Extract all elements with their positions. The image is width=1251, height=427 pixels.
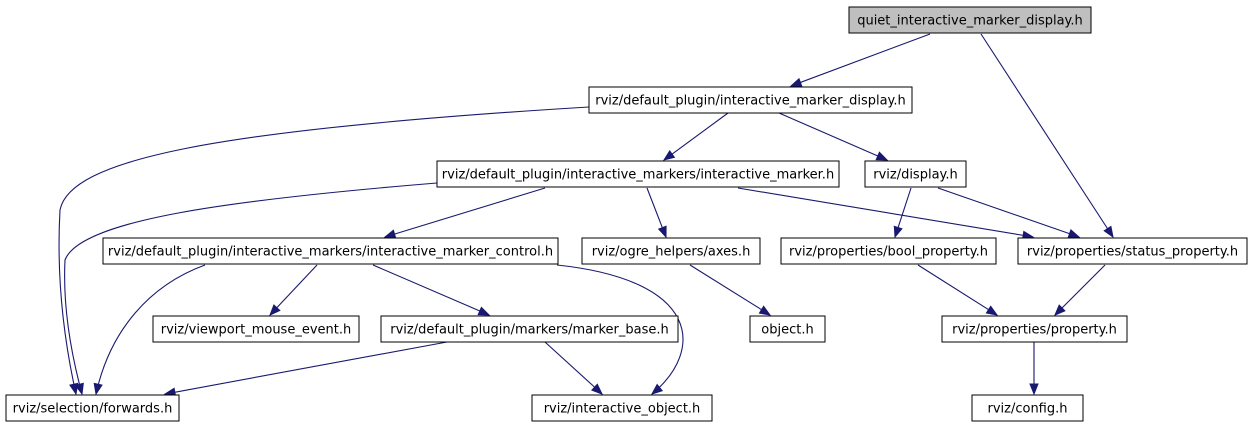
edge-layer [58, 33, 1114, 397]
node-box [848, 6, 1092, 34]
node-forwards[interactable]: rviz/selection/forwards.h [5, 394, 180, 422]
node-box [864, 160, 967, 188]
edge-im-to-forwards [64, 182, 438, 396]
node-label: rviz/interactive_object.h [544, 402, 701, 417]
node-vme[interactable]: rviz/viewport_mouse_event.h [152, 315, 360, 343]
node-label: rviz/default_plugin/markers/marker_base.… [390, 323, 668, 338]
arrowhead [758, 305, 772, 316]
node-box [152, 315, 360, 343]
node-box [102, 237, 559, 265]
node-label: rviz/ogre_helpers/axes.h [592, 245, 751, 260]
arrowhead [875, 151, 889, 161]
node-box [581, 237, 761, 265]
arrowhead [657, 225, 667, 239]
node-imc[interactable]: rviz/default_plugin/interactive_markers/… [102, 237, 559, 265]
node-display[interactable]: rviz/display.h [864, 160, 967, 188]
node-markerbase[interactable]: rviz/default_plugin/markers/marker_base.… [380, 315, 679, 343]
edge-boolprop-to-property [917, 264, 999, 316]
node-property[interactable]: rviz/properties/property.h [941, 315, 1128, 343]
node-box [588, 86, 913, 114]
edge-imc-to-vme [269, 264, 318, 316]
arrowhead [1054, 304, 1066, 316]
node-label: rviz/properties/property.h [952, 323, 1117, 338]
edge-axes-to-object [689, 264, 772, 316]
edge-display-to-boolprop [893, 187, 912, 239]
edge-display-to-statusprop [937, 187, 1081, 239]
node-box [1017, 237, 1248, 265]
edge-imd-to-im [662, 112, 729, 161]
arrowhead [383, 229, 397, 239]
edge-im-to-imc [383, 187, 546, 239]
node-box [5, 394, 180, 422]
node-label: rviz/default_plugin/interactive_marker_d… [595, 94, 906, 109]
node-root[interactable]: quiet_interactive_marker_display.h [848, 6, 1092, 34]
node-iobject[interactable]: rviz/interactive_object.h [531, 394, 713, 422]
arrowhead [591, 383, 603, 395]
node-box [971, 394, 1084, 422]
edge-imc-to-markerbase [372, 264, 491, 316]
edge-imd-to-display [778, 112, 889, 161]
arrowhead [893, 225, 903, 239]
node-box [749, 315, 826, 343]
node-label: rviz/properties/status_property.h [1027, 245, 1238, 260]
arrowhead [269, 304, 281, 316]
node-label: object.h [761, 323, 813, 338]
node-statusprop[interactable]: rviz/properties/status_property.h [1017, 237, 1248, 265]
node-imd[interactable]: rviz/default_plugin/interactive_marker_d… [588, 86, 913, 114]
arrowhead [650, 383, 664, 395]
node-label: rviz/default_plugin/interactive_markers/… [442, 168, 834, 183]
node-box [436, 160, 840, 188]
node-label: rviz/properties/bool_property.h [789, 245, 988, 260]
edge-imc-to-forwards [93, 264, 206, 396]
arrowhead [662, 150, 676, 161]
edge-markerbase-to-forwards [163, 341, 448, 397]
edge-statusprop-to-property [1054, 264, 1106, 316]
node-object[interactable]: object.h [749, 315, 826, 343]
arrowhead [789, 77, 803, 87]
arrowhead [74, 382, 84, 396]
arrowhead [985, 305, 999, 316]
node-label: rviz/viewport_mouse_event.h [161, 323, 351, 338]
arrowhead [1067, 229, 1081, 239]
node-label: rviz/selection/forwards.h [13, 402, 173, 417]
node-boolprop[interactable]: rviz/properties/bool_property.h [780, 237, 997, 265]
node-label: quiet_interactive_marker_display.h [857, 14, 1083, 29]
edge-root-to-statusprop [980, 33, 1114, 239]
edge-root-to-imd [789, 33, 931, 87]
node-axes[interactable]: rviz/ogre_helpers/axes.h [581, 237, 761, 265]
node-label: rviz/default_plugin/interactive_markers/… [108, 245, 553, 260]
edge-im-to-statusprop [737, 187, 1035, 240]
node-layer: quiet_interactive_marker_display.h rviz/d… [5, 6, 1248, 422]
edge-im-to-axes [646, 187, 667, 239]
arrowhead [1029, 383, 1039, 396]
node-box [380, 315, 679, 343]
node-box [780, 237, 997, 265]
node-label: rviz/display.h [873, 168, 958, 183]
arrowhead [1103, 225, 1114, 239]
edge-property-to-config [1029, 342, 1039, 396]
arrowhead [477, 306, 491, 316]
node-label: rviz/config.h [987, 402, 1067, 417]
arrowhead [93, 382, 103, 396]
node-box [941, 315, 1128, 343]
edge-markerbase-to-iobject [544, 341, 603, 395]
node-im[interactable]: rviz/default_plugin/interactive_markers/… [436, 160, 840, 188]
node-box [531, 394, 713, 422]
node-config[interactable]: rviz/config.h [971, 394, 1084, 422]
